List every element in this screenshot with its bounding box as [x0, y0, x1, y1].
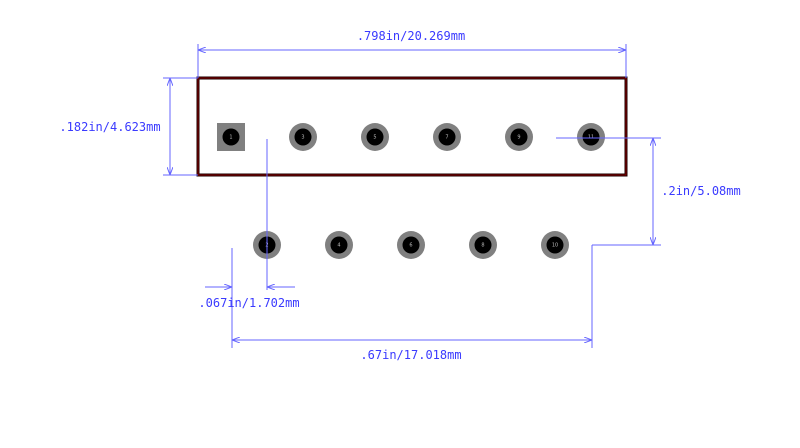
pin-11: 11 — [577, 123, 605, 151]
pitch-label: .067in/1.702mm — [198, 296, 299, 310]
pin-number: 9 — [517, 135, 520, 141]
row-spacing-dimension: .2in/5.08mm — [556, 137, 741, 246]
pin-number: 4 — [337, 243, 340, 249]
height-dimension: .182in/4.623mm — [59, 77, 198, 176]
drill-hole — [582, 128, 600, 146]
pin-number: 10 — [552, 243, 558, 249]
pin-5: 5 — [361, 123, 389, 151]
drill-hole — [222, 128, 240, 146]
component-outline — [196, 76, 628, 177]
pin-10: 10 — [541, 231, 569, 259]
pin-3: 3 — [289, 123, 317, 151]
pin-number: 8 — [481, 243, 484, 249]
drill-hole — [474, 236, 492, 254]
pin-number: 5 — [373, 135, 376, 141]
pin-4: 4 — [325, 231, 353, 259]
row-spacing-label: .2in/5.08mm — [661, 184, 740, 198]
pin-6: 6 — [397, 231, 425, 259]
pin-9: 9 — [505, 123, 533, 151]
height-label: .182in/4.623mm — [59, 120, 160, 134]
drill-hole — [438, 128, 456, 146]
pin-number: 3 — [301, 135, 304, 141]
pin-span-label: .67in/17.018mm — [360, 348, 461, 362]
pin-7: 7 — [433, 123, 461, 151]
pin-span-dimension: .67in/17.018mm — [232, 245, 593, 362]
pin-8: 8 — [469, 231, 497, 259]
drill-hole — [510, 128, 528, 146]
drill-hole — [330, 236, 348, 254]
drill-hole — [546, 236, 564, 254]
width-label: .798in/20.269mm — [357, 29, 465, 43]
pin-number: 6 — [409, 243, 412, 249]
pin-number: 7 — [445, 135, 448, 141]
pitch-dimension: .067in/1.702mm — [198, 139, 300, 348]
drill-hole — [294, 128, 312, 146]
drill-hole — [366, 128, 384, 146]
pin-number: 1 — [229, 135, 232, 141]
drill-hole — [402, 236, 420, 254]
pin-1: 1 — [217, 123, 245, 151]
width-dimension: .798in/20.269mm — [197, 29, 627, 78]
